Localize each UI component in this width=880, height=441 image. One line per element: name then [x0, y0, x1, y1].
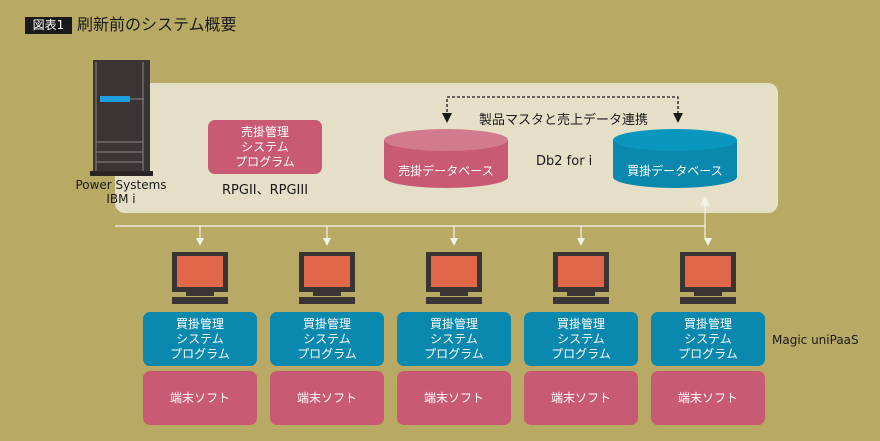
- program-label: 買掛管理: [683, 316, 732, 331]
- monitor-screen: [685, 256, 731, 287]
- down-arrow-head: [323, 238, 331, 246]
- program-label: プログラム: [235, 154, 295, 169]
- terminal-software: 端末ソフト: [651, 371, 765, 425]
- terminal-software: 端末ソフト: [524, 371, 638, 425]
- rpg-label: RPGII、RPGIII: [222, 183, 309, 198]
- terminal-software: 端末ソフト: [143, 371, 257, 425]
- program-label: 買掛管理: [175, 316, 224, 331]
- down-arrow-head: [450, 238, 458, 246]
- program-label: 買掛管理: [429, 316, 478, 331]
- program-label: システム: [303, 331, 351, 346]
- monitor-stand: [694, 292, 722, 296]
- monitor-screen: [304, 256, 350, 287]
- purchase-management-program: 買掛管理システムプログラム: [397, 312, 511, 366]
- terminal-software: 端末ソフト: [270, 371, 384, 425]
- terminal-software: 端末ソフト: [397, 371, 511, 425]
- keyboard: [426, 297, 482, 304]
- data-link-label: 製品マスタと売上データ連携: [479, 113, 649, 128]
- monitor-stand: [567, 292, 595, 296]
- purchase-database-label: 買掛データベース: [627, 164, 723, 178]
- monitor-stand: [186, 292, 214, 296]
- purchase-management-program: 買掛管理システムプログラム: [143, 312, 257, 366]
- figure-badge: 図表1: [25, 17, 72, 34]
- keyboard: [680, 297, 736, 304]
- down-arrow-head: [577, 238, 585, 246]
- server-name: Power Systems: [75, 178, 167, 192]
- down-arrow-head: [704, 238, 712, 246]
- sales-database-label: 売掛データベース: [398, 164, 494, 178]
- program-label: システム: [684, 331, 732, 346]
- monitor-screen: [431, 256, 477, 287]
- monitor-screen: [558, 256, 604, 287]
- purchase-management-program: 買掛管理システムプログラム: [270, 312, 384, 366]
- server-icon: [90, 60, 153, 176]
- program-label: 買掛管理: [302, 316, 351, 331]
- program-label: システム: [557, 331, 605, 346]
- sales-database-cylinder: [384, 129, 508, 188]
- keyboard: [299, 297, 355, 304]
- keyboard: [172, 297, 228, 304]
- purchase-management-program: 買掛管理システムプログラム: [651, 312, 765, 366]
- program-label: プログラム: [170, 346, 230, 361]
- network-lines: [115, 195, 710, 240]
- monitor-screen: [177, 256, 223, 287]
- monitor-stand: [313, 292, 341, 296]
- program-label: システム: [241, 139, 289, 154]
- monitor-stand: [440, 292, 468, 296]
- client-platform-label: Magic uniPaaS: [772, 333, 859, 347]
- purchase-database-cylinder: [613, 129, 737, 188]
- sales-management-program: 売掛管理 システム プログラム: [208, 120, 322, 174]
- program-label: プログラム: [424, 346, 484, 361]
- program-label: 買掛管理: [556, 316, 605, 331]
- program-label: プログラム: [678, 346, 738, 361]
- program-label: プログラム: [297, 346, 357, 361]
- server-os: IBM i: [106, 192, 136, 206]
- program-label: 売掛管理: [240, 124, 289, 139]
- purchase-management-program: 買掛管理システムプログラム: [524, 312, 638, 366]
- keyboard: [553, 297, 609, 304]
- figure-title: 刷新前のシステム概要: [77, 15, 237, 34]
- db-platform-label: Db2 for i: [536, 154, 593, 169]
- program-label: プログラム: [551, 346, 611, 361]
- data-link-arrow: [442, 96, 683, 123]
- program-label: システム: [430, 331, 478, 346]
- server-label: Power Systems IBM i: [75, 178, 167, 206]
- down-arrow-head: [196, 238, 204, 246]
- program-label: システム: [176, 331, 224, 346]
